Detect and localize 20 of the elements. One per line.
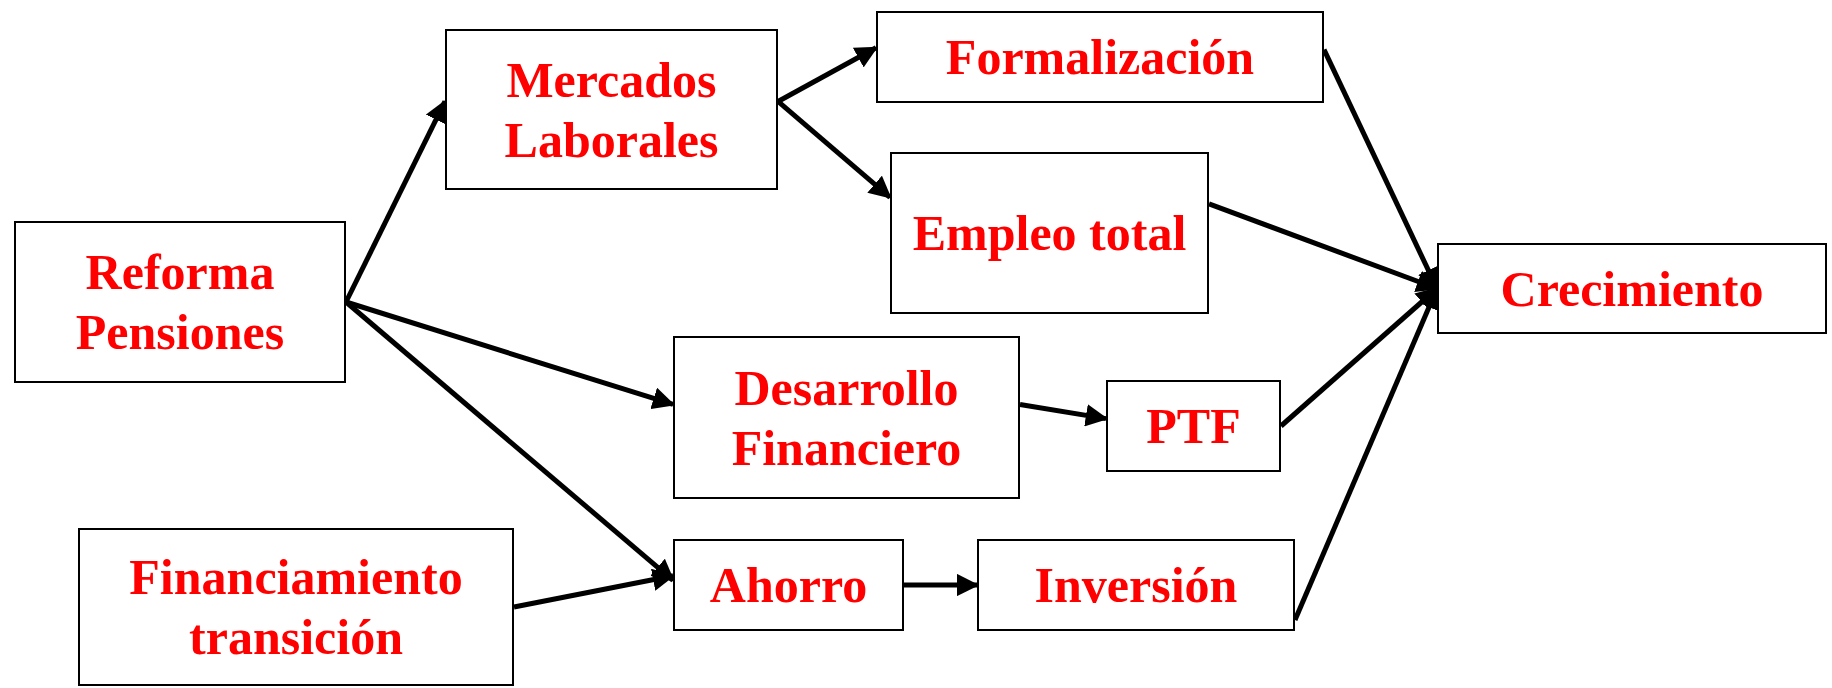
- process-box: [14, 221, 346, 383]
- box-label: Mercados Laborales: [503, 50, 720, 170]
- process-box: [673, 336, 1020, 499]
- process-box: [78, 528, 514, 686]
- box-label: Reforma Pensiones: [74, 243, 286, 362]
- process-box: [876, 11, 1324, 103]
- box-label: Financiamiento transición: [128, 548, 464, 667]
- box-label: PTF: [1146, 397, 1241, 456]
- process-box: [1437, 243, 1827, 334]
- box-label: Empleo total: [912, 204, 1187, 263]
- box-label: Desarrollo Financiero: [730, 358, 963, 478]
- process-box: [977, 539, 1295, 631]
- box-label: Formalización: [945, 28, 1255, 87]
- process-box: [445, 29, 778, 190]
- process-box: [890, 152, 1209, 314]
- process-box: [1106, 380, 1281, 472]
- process-box: [673, 539, 904, 631]
- box-label: Ahorro: [709, 556, 868, 615]
- box-label: Inversión: [1034, 556, 1238, 615]
- box-label: Crecimiento: [1500, 259, 1764, 319]
